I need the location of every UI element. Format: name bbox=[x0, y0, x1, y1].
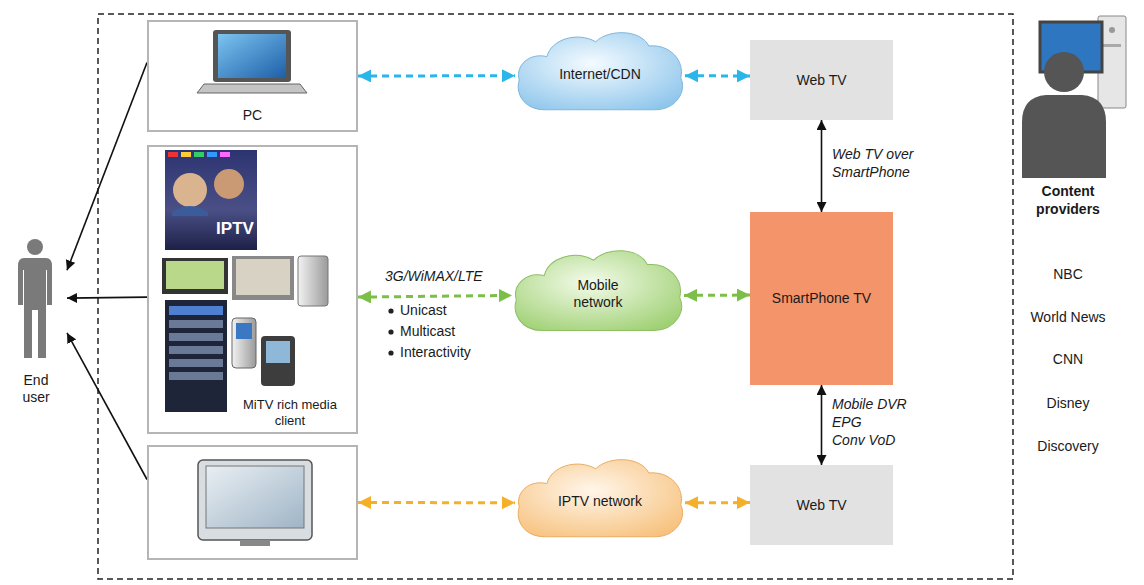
connector-arrow bbox=[67, 333, 147, 480]
feature-label: Multicast bbox=[400, 323, 455, 341]
person-figure bbox=[18, 239, 52, 358]
network-cloud: IPTV network bbox=[515, 456, 685, 541]
provider-name: Disney bbox=[1008, 395, 1128, 413]
node-label: End user bbox=[14, 372, 58, 406]
node-label: IPTV network bbox=[558, 493, 642, 510]
connector-arrow bbox=[358, 501, 515, 504]
provider-name: World News bbox=[1008, 309, 1128, 327]
node-label: SmartPhone TV bbox=[772, 290, 872, 307]
provider-name: Discovery bbox=[1008, 438, 1128, 456]
node-label: IPTV bbox=[205, 219, 265, 239]
feature-label: Interactivity bbox=[400, 344, 471, 362]
boundary bbox=[98, 14, 1013, 579]
node-label: PC bbox=[243, 107, 262, 124]
network-cloud: Mobile network bbox=[512, 247, 684, 335]
process-box: PC bbox=[147, 20, 358, 132]
node-label: Internet/CDN bbox=[559, 66, 641, 83]
connector-arrow bbox=[358, 295, 512, 297]
provider-name: Content providers bbox=[1023, 183, 1113, 218]
connector-arrow bbox=[684, 294, 750, 297]
node-label: Web TV bbox=[796, 72, 846, 89]
provider-icon bbox=[1022, 16, 1126, 178]
feature-label: Conv VoD bbox=[832, 432, 895, 450]
node-label: Web TV bbox=[796, 497, 846, 514]
connector-arrow bbox=[821, 385, 823, 465]
process-box bbox=[147, 445, 358, 560]
provider-name: CNN bbox=[1008, 351, 1128, 369]
connector-arrow bbox=[821, 120, 823, 212]
device-pictures bbox=[162, 150, 328, 412]
process-box: Web TV bbox=[750, 40, 893, 120]
process-box: Web TV bbox=[750, 465, 893, 545]
connector-arrow bbox=[358, 74, 515, 77]
connector-arrow bbox=[67, 297, 147, 298]
edge-label: Web TV over SmartPhone bbox=[832, 146, 932, 181]
tv-icon bbox=[198, 460, 312, 546]
edge-label: 3G/WiMAX/LTE bbox=[385, 268, 483, 286]
actor-figure: End user bbox=[5, 232, 67, 406]
node-label: MiTV rich media client bbox=[229, 397, 351, 428]
bullet-dots bbox=[388, 308, 393, 355]
network-cloud: Internet/CDN bbox=[515, 29, 685, 114]
provider-name: NBC bbox=[1008, 266, 1128, 284]
connector-arrow bbox=[685, 74, 750, 77]
connector-arrow bbox=[67, 63, 147, 271]
feature-label: EPG bbox=[832, 414, 862, 432]
process-box: IPTV MiTV rich media client bbox=[147, 145, 358, 434]
edge-label: Mobile DVR bbox=[832, 396, 907, 414]
process-box: SmartPhone TV bbox=[750, 212, 893, 385]
laptop-icon bbox=[197, 30, 307, 93]
node-label: Mobile network bbox=[558, 277, 638, 311]
connector-arrow bbox=[685, 501, 750, 504]
feature-label: Unicast bbox=[400, 302, 447, 320]
